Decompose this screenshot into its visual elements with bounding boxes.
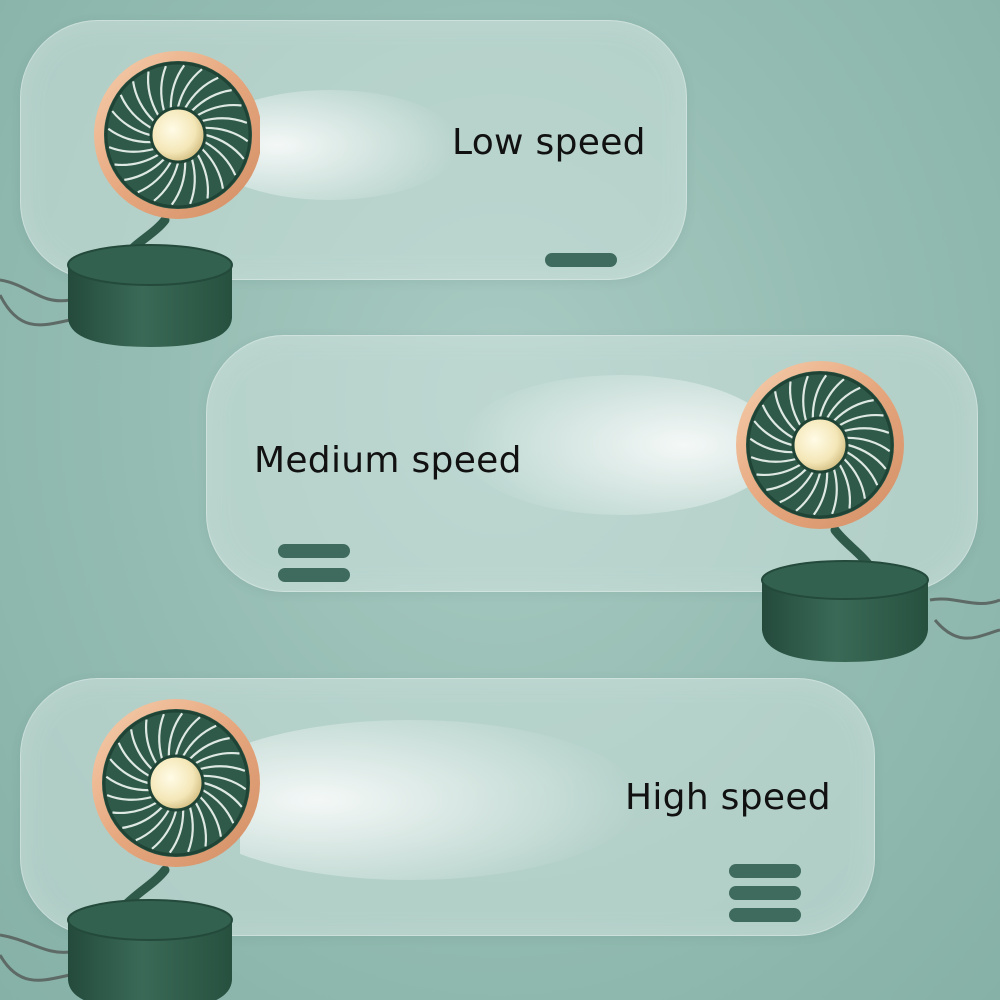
speed-level-bar [729, 908, 801, 922]
fan-medium-icon [734, 359, 1000, 662]
low-speed-label: Low speed [452, 122, 646, 163]
speed-level-bar [278, 568, 350, 582]
medium-speed-label: Medium speed [254, 440, 522, 481]
speed-level-bar [278, 544, 350, 558]
speed-level-bar [729, 886, 801, 900]
high-speed-label: High speed [625, 777, 831, 818]
speed-level-bar [729, 864, 801, 878]
fan-high-icon [0, 697, 260, 1000]
speed-level-bar [545, 253, 617, 267]
fan-low-icon [0, 49, 260, 347]
